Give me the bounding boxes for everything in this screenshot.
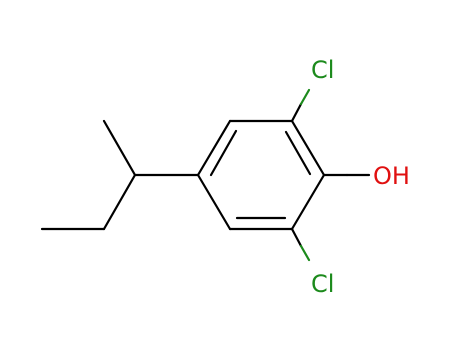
bond-c2-to-cl-top-chlorine [299, 88, 311, 106]
bond-ch-to-methyl [102, 119, 137, 177]
bond-ring-c5-c6 [196, 173, 232, 231]
bond-ring-double-right [284, 130, 312, 176]
bond-c2-to-cl-top-carbon [290, 102, 303, 123]
bond-ring-c3-c4 [290, 173, 326, 231]
bond-ch-to-ch2 [102, 173, 137, 231]
bond-c4-to-cl-bottom-carbon [290, 227, 303, 248]
bond-ring-double-left [209, 129, 238, 177]
chlorine-bottom-label: Cl [311, 270, 334, 298]
bond-ring-c2-c3 [290, 119, 326, 177]
bond-ring-c6-c1 [196, 119, 232, 177]
hydroxyl-label: OH [373, 162, 410, 190]
bond-c4-to-cl-bottom-chlorine [299, 244, 311, 262]
chlorine-top-label: Cl [311, 56, 334, 84]
